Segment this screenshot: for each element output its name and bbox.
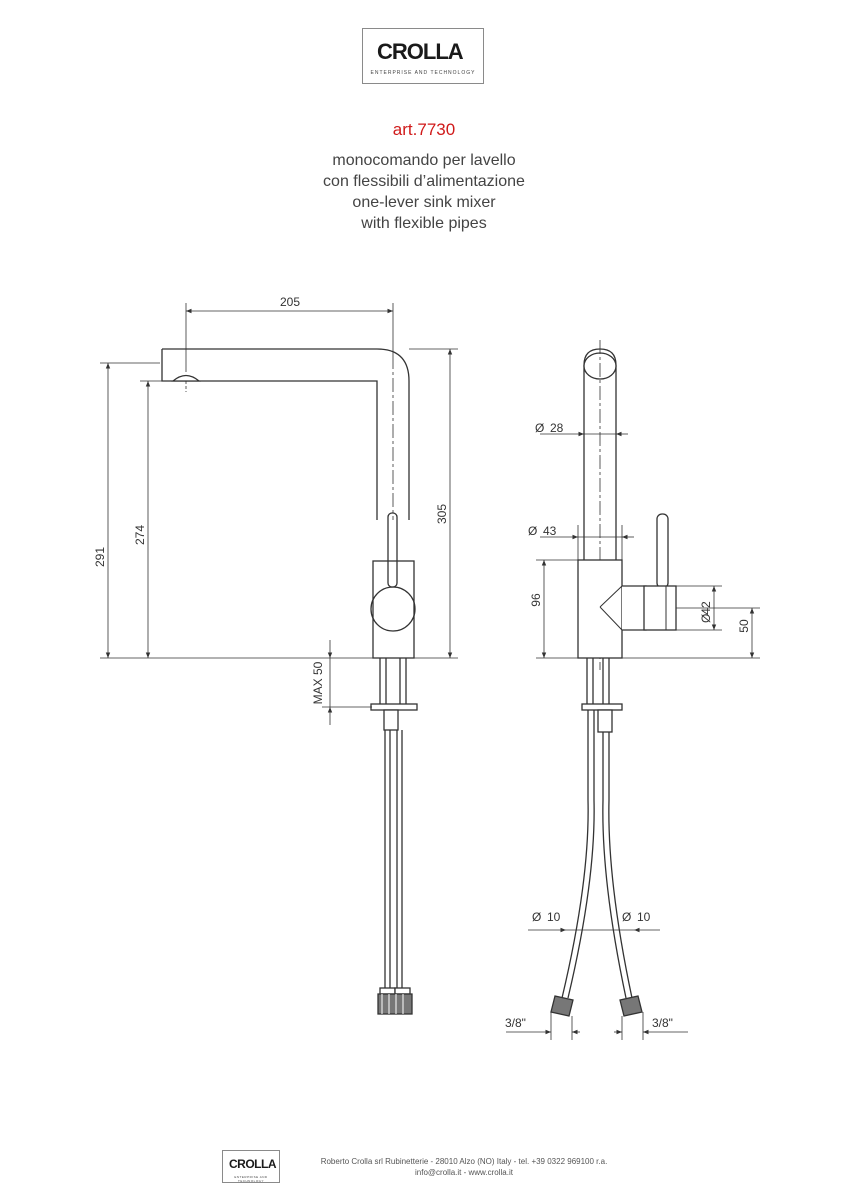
side-lever: [387, 512, 398, 588]
front-dimensions: [506, 431, 760, 1040]
company-info: Roberto Crolla srl Rubinetterie - 28010 …: [294, 1156, 634, 1178]
dim-thread-right: 3/8": [652, 1016, 673, 1030]
brand-logo: CROLLA ENTERPRISE AND TECHNOLOGY: [362, 28, 484, 84]
dim-205: 205: [280, 295, 300, 309]
dim-274: 274: [133, 525, 147, 545]
dim-10-left: 10: [547, 910, 561, 924]
dim-dia-symbol-10-left: Ø: [532, 910, 541, 924]
side-hose-fittings: [377, 987, 413, 1015]
dim-dia-symbol-28: Ø: [535, 421, 544, 435]
front-hose-fittings: [550, 995, 643, 1017]
footer-logo-wordmark: CROLLA: [229, 1157, 277, 1171]
side-dimension-labels: 205 291 274 305 MAX 50: [93, 295, 449, 704]
logo-tagline: ENTERPRISE AND TECHNOLOGY: [370, 70, 476, 76]
dim-305: 305: [435, 504, 449, 524]
description-line-it-1: monocomando per lavello: [332, 152, 516, 169]
front-view: [550, 340, 677, 1017]
dim-96: 96: [529, 593, 543, 607]
front-fixing-plate: [581, 703, 623, 711]
description-line-it-2: con flessibili d’alimentazione: [323, 173, 525, 190]
front-body: [577, 559, 623, 659]
dim-291: 291: [93, 547, 107, 567]
description-line-en-1: one-lever sink mixer: [352, 194, 496, 211]
dim-dia-symbol-42: Ø: [699, 614, 713, 623]
front-lever-handle: [656, 513, 669, 589]
dim-42: 42: [699, 601, 713, 615]
dim-50: 50: [737, 619, 751, 633]
dim-dia-symbol-43: Ø: [528, 524, 537, 538]
article-number: art.7730: [392, 120, 456, 139]
logo-wordmark: CROLLA: [377, 39, 464, 64]
dim-43: 43: [543, 524, 557, 538]
dim-dia-symbol-10-right: Ø: [622, 910, 631, 924]
side-aerator: [171, 374, 201, 382]
front-lever-cap: [643, 585, 677, 631]
front-hose-right: [602, 732, 633, 999]
side-dimensions: [100, 303, 458, 725]
side-view: [161, 348, 418, 1015]
product-description: monocomando per lavello con flessibili d…: [0, 150, 848, 234]
footer-logo: CROLLA ENTERPRISE AND TECHNOLOGY: [222, 1150, 280, 1183]
front-dimension-labels: Ø 28 Ø 43 96 Ø 42 50 Ø 10 Ø 10 3/8" 3/8": [505, 421, 751, 1030]
footer-logo-tagline: ENTERPRISE AND TECHNOLOGY: [234, 1175, 268, 1183]
dim-thread-left: 3/8": [505, 1016, 526, 1030]
side-fixing-plate: [370, 703, 418, 711]
dim-28: 28: [550, 421, 564, 435]
description-line-en-2: with flexible pipes: [361, 215, 487, 232]
company-address: Roberto Crolla srl Rubinetterie - 28010 …: [320, 1157, 608, 1166]
side-spout: [161, 348, 410, 520]
company-contact: info@crolla.it - www.crolla.it: [415, 1168, 513, 1177]
side-body: [372, 560, 415, 659]
side-cartridge: [370, 586, 416, 632]
dim-max-50: MAX 50: [311, 661, 325, 704]
front-hose-left: [561, 710, 595, 999]
dim-10-right: 10: [637, 910, 651, 924]
